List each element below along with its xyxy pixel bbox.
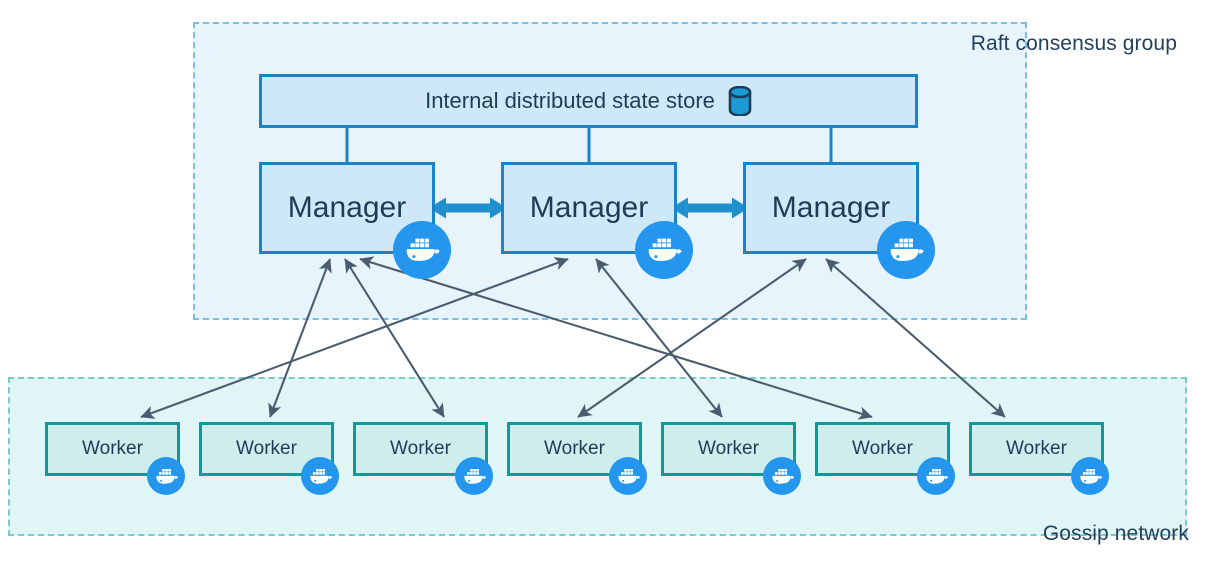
docker-whale-icon (455, 457, 493, 495)
docker-whale-icon (301, 457, 339, 495)
database-cylinder-icon (728, 86, 752, 116)
manager-2-manager-3-peer-arrow (671, 196, 749, 220)
worker-node-6[interactable]: Worker (815, 422, 950, 476)
docker-whale-icon (393, 221, 451, 279)
internal-state-store-node[interactable]: Internal distributed state store (259, 74, 918, 128)
worker-node-4[interactable]: Worker (507, 422, 642, 476)
docker-whale-icon (917, 457, 955, 495)
worker-node-6-label: Worker (852, 438, 913, 459)
worker-node-7-label: Worker (1006, 438, 1067, 459)
worker-node-5-label: Worker (698, 438, 759, 459)
manager-node-1-label: Manager (287, 191, 407, 224)
docker-whale-icon (1071, 457, 1109, 495)
manager-node-3[interactable]: Manager (743, 162, 919, 254)
worker-node-1-label: Worker (82, 438, 143, 459)
docker-whale-icon (609, 457, 647, 495)
docker-whale-icon (763, 457, 801, 495)
manager-node-2-label: Manager (529, 191, 649, 224)
internal-state-store-label: Internal distributed state store (425, 88, 715, 113)
raft-consensus-group-label: Raft consensus group (970, 32, 1177, 55)
docker-whale-icon (635, 221, 693, 279)
store-content: Internal distributed state store (425, 86, 752, 116)
manager-1-manager-2-peer-arrow (429, 196, 507, 220)
manager-node-3-label: Manager (771, 191, 891, 224)
worker-node-5[interactable]: Worker (661, 422, 796, 476)
docker-whale-icon (147, 457, 185, 495)
worker-node-3-label: Worker (390, 438, 451, 459)
worker-node-2-label: Worker (236, 438, 297, 459)
worker-node-4-label: Worker (544, 438, 605, 459)
docker-whale-icon (877, 221, 935, 279)
gossip-network-label: Gossip network (1042, 522, 1189, 545)
